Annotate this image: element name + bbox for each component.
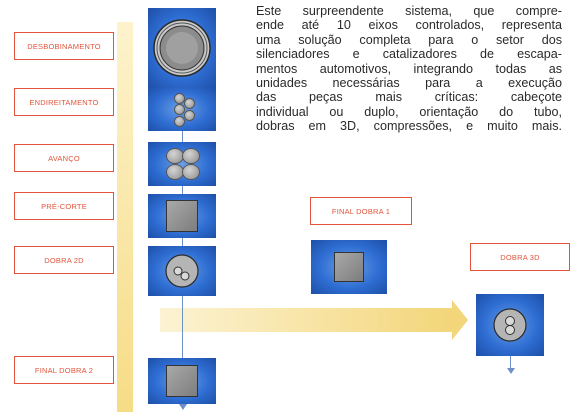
description-line: uma solução completa para o setor dos [256, 32, 562, 47]
flow-arrow-right-icon [452, 300, 468, 340]
tile-final-dobra-1 [311, 240, 387, 294]
tube-section-icon [166, 365, 198, 397]
bend-die-icon [493, 308, 527, 342]
description-line: mentos automotivos, integrando todas as [256, 61, 562, 76]
tile-dobra-2d [148, 246, 216, 296]
tile-final-dobra-2 [148, 358, 216, 404]
step-label-dobra-2d: DOBRA 2D [14, 246, 114, 274]
step-label-dobra-3d: DOBRA 3D [470, 243, 570, 271]
arrow-down-icon [506, 368, 515, 374]
tile-pre-corte [148, 194, 216, 238]
description-line: Este surpreendente sistema, que compre- [256, 4, 562, 18]
description-line: dobras em 3D, compressões, e muito mais. [256, 119, 562, 134]
tile-avanco [148, 142, 216, 186]
description-line: das peças mais críticas: cabeçote [256, 90, 562, 105]
roller-icon [182, 148, 200, 164]
roller-icon [174, 93, 185, 104]
roller-icon [174, 104, 185, 115]
step-label-endireitamento: ENDIREITAMENTO [14, 88, 114, 116]
vertical-flow-bar [117, 22, 133, 412]
roller-icon [182, 164, 200, 180]
roller-icon [184, 98, 195, 109]
step-label-pre-corte: PRÉ-CORTE [14, 192, 114, 220]
bend-die-icon [165, 254, 199, 288]
description-line: individual ou duplo, orientação do tubo, [256, 104, 562, 119]
roller-icon [174, 116, 185, 127]
step-label-final-dobra-1: FINAL DOBRA 1 [310, 197, 412, 225]
arrow-down-icon [178, 404, 187, 410]
step-label-avanco: AVANÇO [14, 144, 114, 172]
description-line: unidades necessárias para a execução [256, 76, 562, 91]
tile-dobra-3d [476, 294, 544, 356]
description-paragraph: Este surpreendente sistema, que compre- … [256, 4, 562, 134]
tube-section-icon [334, 252, 364, 282]
dobra-3d-connector-line [510, 356, 511, 370]
description-line: silenciadores e catalizadores de escapa- [256, 47, 562, 62]
description-line: ende até 10 eixos controlados, represent… [256, 18, 562, 33]
tube-section-icon [166, 200, 198, 232]
tile-desbobinamento [148, 8, 216, 88]
step-label-final-dobra-2: FINAL DOBRA 2 [14, 356, 114, 384]
horizontal-flow-bar [160, 308, 452, 332]
tile-endireitamento [148, 87, 216, 131]
step-label-desbobinamento: DESBOBINAMENTO [14, 32, 114, 60]
coil-icon [153, 19, 211, 77]
roller-icon [184, 110, 195, 121]
